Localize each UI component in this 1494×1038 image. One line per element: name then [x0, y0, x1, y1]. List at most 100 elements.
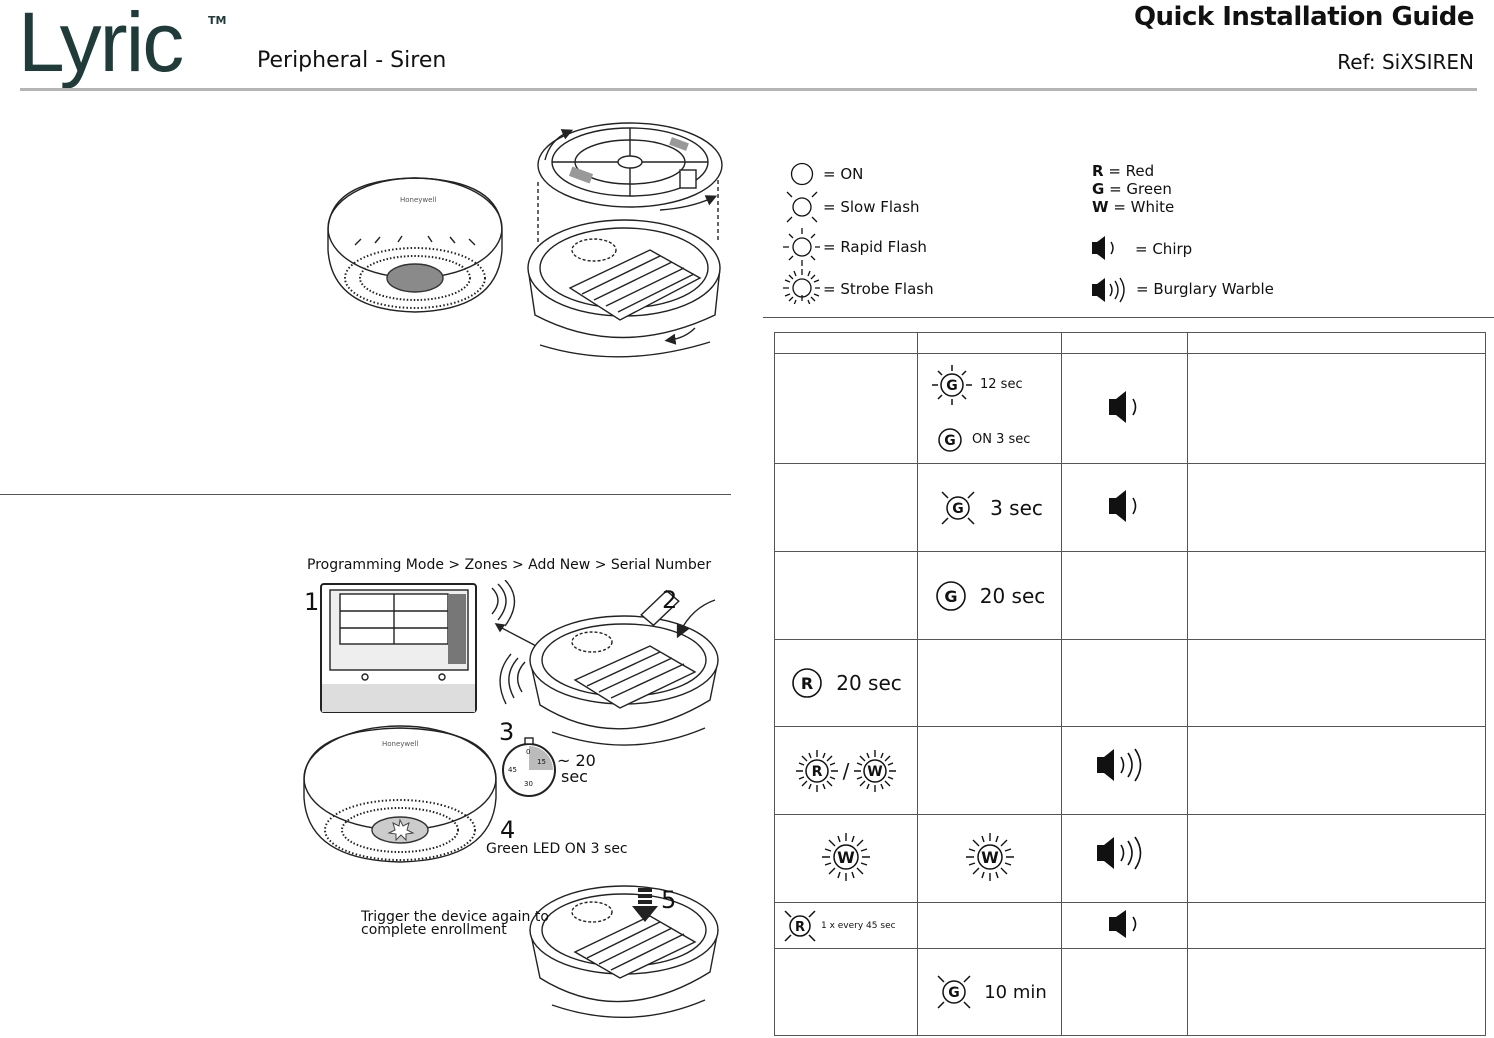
table-cell	[1061, 639, 1188, 727]
table-cell: R 20 sec	[774, 639, 918, 727]
siren-brand-mark: Honeywell	[400, 196, 436, 204]
table-cell	[1061, 463, 1188, 552]
table-cell	[917, 902, 1062, 949]
table-cell	[1187, 353, 1486, 464]
enrollment-steps-illustration: Honeywell 1 2 3 4 5 0 15 45 30 ~ 20 sec	[303, 580, 719, 1019]
legend-slow-flash: = Slow Flash	[823, 198, 920, 216]
white-strobe-flash-icon: W	[822, 832, 870, 881]
table-cell	[1061, 551, 1188, 640]
flash-duration: 3 sec	[990, 495, 1043, 520]
table-cell	[774, 463, 918, 552]
svg-text:R: R	[795, 920, 805, 935]
green-slow-flash-icon: G	[937, 975, 971, 1009]
timer-unit: sec	[561, 767, 588, 786]
table-row: R / W	[774, 726, 1486, 815]
step-2-number: 2	[662, 586, 677, 614]
trademark: TM	[208, 14, 227, 27]
burglary-warble-icon	[1096, 836, 1141, 870]
mounting-plate-illustration	[537, 122, 723, 208]
product-subtitle: Peripheral - Siren	[257, 48, 447, 73]
control-panel-illustration	[320, 583, 477, 713]
flash-duration: 12 sec	[980, 377, 1023, 392]
table-cell	[774, 353, 918, 464]
table-cell	[1187, 726, 1486, 815]
step-1-number: 1	[304, 588, 319, 616]
legend-burglary-warble: = Burglary Warble	[1136, 280, 1274, 298]
table-row: G 3 sec	[774, 463, 1486, 552]
table-cell	[917, 726, 1062, 815]
warble-speaker-icon	[1092, 277, 1125, 303]
white-strobe-flash-icon: W	[965, 832, 1014, 881]
siren-assembly-illustration: Honeywell	[327, 122, 723, 358]
table-row: G 10 min	[774, 948, 1486, 1036]
separator: /	[842, 758, 850, 783]
header-divider	[20, 88, 1477, 91]
table-row: R 20 sec	[774, 639, 1486, 727]
led-on-icon	[790, 162, 814, 186]
table-cell	[1061, 902, 1188, 949]
table-cell	[1061, 353, 1188, 464]
on-duration: 20 sec	[836, 671, 902, 695]
programming-path: Programming Mode > Zones > Add New > Ser…	[307, 557, 712, 573]
header-cell	[1187, 332, 1486, 354]
on-duration: 20 sec	[979, 583, 1046, 608]
svg-text:G: G	[948, 985, 960, 1001]
siren-brand-mark-2: Honeywell	[382, 740, 418, 748]
green-slow-flash-icon: G	[941, 490, 975, 525]
led-slow-flash-icon	[786, 191, 818, 223]
led-status-table: G 12 sec G ON 3 sec	[774, 332, 1486, 1036]
header-cell	[917, 332, 1062, 354]
timer-tick-0: 0	[526, 748, 530, 756]
timer-tick-15: 15	[537, 758, 546, 766]
table-cell: G 10 min	[917, 948, 1062, 1036]
step-4-number: 4	[500, 816, 515, 844]
table-cell	[1187, 902, 1486, 949]
svg-text:W: W	[837, 848, 855, 867]
table-row: R 1 x every 45 sec	[774, 902, 1486, 949]
repeat-note: 1 x every 45 sec	[821, 920, 896, 931]
table-cell: R / W	[774, 726, 918, 815]
chirp-speaker-icon	[1092, 236, 1114, 260]
step-5-number: 5	[661, 886, 676, 914]
table-cell: G 12 sec G ON 3 sec	[917, 353, 1062, 464]
chirp-icon	[1108, 909, 1136, 938]
red-slow-flash-icon: R	[784, 909, 816, 942]
green-on-icon: G	[935, 580, 966, 611]
timer-value: ~ 20	[557, 751, 596, 770]
timer-tick-30: 30	[524, 780, 533, 788]
brand-logo: Lyric	[18, 0, 184, 89]
legend-chirp: = Chirp	[1135, 240, 1193, 258]
table-cell: R 1 x every 45 sec	[774, 902, 918, 949]
burglary-warble-icon	[1096, 748, 1141, 782]
table-cell	[1187, 814, 1486, 903]
svg-text:G: G	[944, 587, 957, 606]
table-cell	[917, 639, 1062, 727]
table-cell	[774, 551, 918, 640]
table-row: G 12 sec G ON 3 sec	[774, 353, 1486, 464]
siren-led-illustration	[303, 725, 497, 863]
legend-red: R = Red	[1092, 162, 1155, 180]
left-section-divider	[0, 494, 731, 495]
led-strobe-flash-icon	[783, 269, 820, 304]
table-row: G 20 sec	[774, 551, 1486, 640]
white-strobe-flash-icon: W	[854, 749, 897, 792]
trigger-instruction: Trigger the device again to complete enr…	[361, 910, 549, 938]
legend-on: = ON	[823, 165, 864, 183]
green-slow-flash-icon: G	[932, 364, 972, 405]
svg-text:G: G	[944, 433, 956, 449]
header-cell	[774, 332, 918, 354]
flash-duration: 10 min	[984, 981, 1047, 1003]
table-cell	[1061, 814, 1188, 903]
green-led-caption: Green LED ON 3 sec	[486, 841, 628, 857]
timer-tick-45: 45	[508, 766, 517, 774]
svg-text:R: R	[811, 764, 822, 780]
table-cell	[1187, 551, 1486, 640]
table-cell	[774, 948, 918, 1036]
led-rapid-flash-icon	[783, 228, 820, 266]
led-legend-icons	[783, 162, 820, 304]
table-cell: G 3 sec	[917, 463, 1062, 552]
trigger-line-2: complete enrollment	[361, 922, 507, 938]
battery-compartment-illustration	[529, 589, 719, 746]
table-cell: W	[917, 814, 1062, 903]
table-cell	[1061, 726, 1188, 815]
